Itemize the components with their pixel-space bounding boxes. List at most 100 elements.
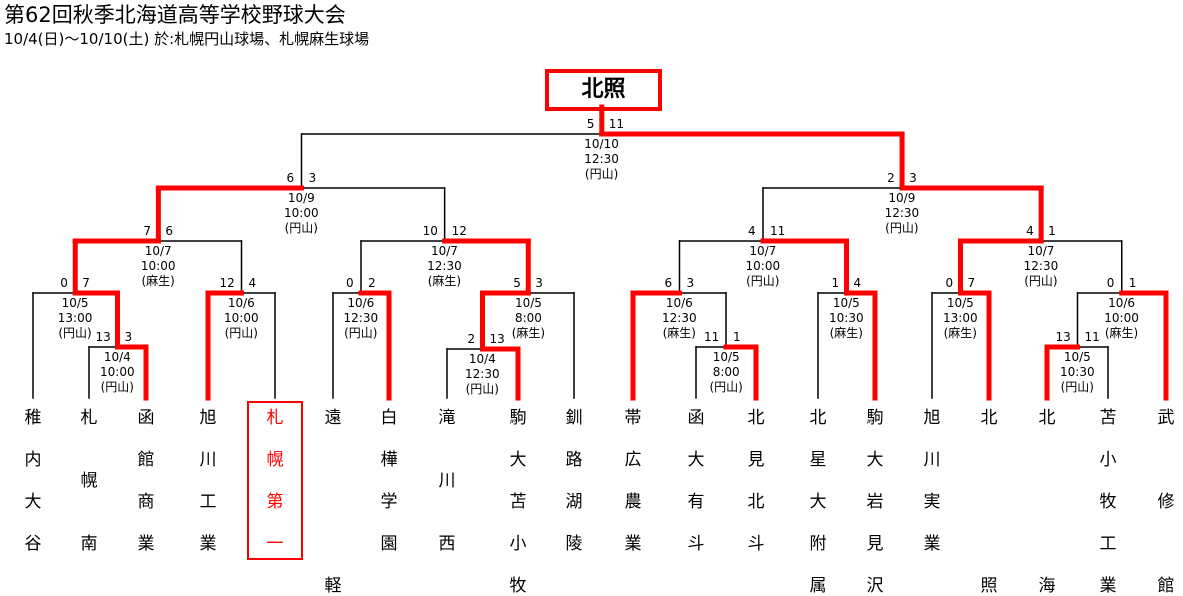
game-time: 13:00 — [943, 311, 978, 325]
score-left: 0 — [946, 276, 954, 290]
team-name: 遠軽 — [305, 408, 361, 596]
team-name-char: 大 — [809, 492, 827, 512]
team-name-char: 樺 — [380, 450, 398, 470]
game-time: 10:00 — [284, 206, 319, 220]
score-right: 3 — [309, 171, 317, 185]
team-name: 函館商業 — [118, 408, 174, 588]
game-venue: (円山) — [344, 326, 378, 340]
score-right: 3 — [687, 276, 695, 290]
game-venue: (麻生) — [662, 326, 696, 340]
team-name-char: 属 — [809, 576, 827, 596]
score-right-value: 11 — [770, 224, 786, 238]
team-name-char: 遠 — [324, 408, 342, 428]
game-venue: (円山) — [100, 380, 134, 394]
score-left-value: 11 — [704, 330, 720, 344]
team-name: 稚内大谷 — [5, 408, 61, 588]
team-name-char: 見 — [747, 450, 765, 470]
game-date: 10/6 — [347, 296, 375, 310]
game-date: 10/5 — [514, 296, 542, 310]
score-left: 5 — [513, 276, 521, 290]
game-venue: (円山) — [465, 382, 499, 396]
score-right-value: 1 — [1128, 276, 1137, 290]
score-left-value: 0 — [346, 276, 354, 290]
score-right-value: 3 — [308, 171, 317, 185]
score-right-value: 4 — [853, 276, 862, 290]
team-name: 釧路湖陵 — [546, 408, 602, 588]
score-left-value: 4 — [1026, 224, 1034, 238]
score-left-value: 6 — [664, 276, 673, 290]
score-left: 13 — [1056, 330, 1071, 344]
game-date: 10/6 — [227, 296, 255, 310]
game-venue: (麻生) — [829, 326, 863, 340]
team-name-char: 幌 — [266, 450, 284, 470]
game-date: 10/6 — [665, 296, 693, 310]
team-name-char: 大 — [509, 450, 527, 470]
game-venue: (円山) — [58, 326, 92, 340]
game-date: 10/7 — [749, 244, 777, 258]
score-right: 11 — [609, 117, 624, 131]
score-left: 11 — [704, 330, 719, 344]
game-date: 10/5 — [61, 296, 89, 310]
team-name: 函大有斗 — [668, 408, 724, 588]
game-date: 10/4 — [103, 350, 131, 364]
team-name-char: 館 — [1157, 576, 1175, 596]
team-name-char: 西 — [438, 534, 456, 554]
game-time: 12:30 — [662, 311, 697, 325]
team-name-char: 武 — [1157, 408, 1175, 428]
team-name: 旭川工業 — [180, 408, 236, 588]
score-right: 1 — [733, 330, 741, 344]
score-right: 6 — [165, 224, 173, 238]
game-venue: (円山) — [284, 221, 318, 235]
score-left: 0 — [346, 276, 354, 290]
team-name-char: 幌 — [80, 471, 98, 491]
team-name-char: 館 — [137, 450, 155, 470]
score-right-value: 7 — [967, 276, 976, 290]
score-right-value: 2 — [368, 276, 376, 290]
score-right: 3 — [909, 171, 917, 185]
team-name-char: 実 — [923, 492, 941, 512]
team-name-char: 牧 — [1099, 492, 1117, 512]
team-name-char: 沢 — [866, 576, 884, 596]
team-name-char: 牧 — [509, 576, 527, 596]
game-date: 10/9 — [287, 191, 315, 205]
team-name: 駒大苫小牧 — [490, 408, 546, 596]
team-name-char: 業 — [923, 534, 941, 554]
game-venue: (円山) — [224, 326, 258, 340]
team-name-char: 旭 — [199, 408, 217, 428]
score-left-value: 0 — [1106, 276, 1115, 290]
team-name-char: 湖 — [565, 492, 583, 512]
team-name: 北見北斗 — [728, 408, 784, 588]
score-right: 7 — [82, 276, 90, 290]
game-date: 10/5 — [1063, 350, 1091, 364]
game-date: 10/7 — [430, 244, 458, 258]
game-venue: (円山) — [584, 167, 619, 181]
game-time: 13:00 — [57, 311, 93, 325]
game-time: 10:30 — [829, 311, 864, 325]
team-name-char: 有 — [687, 492, 705, 512]
team-name: 武修館 — [1138, 408, 1183, 596]
team-name: 苫小牧工業 — [1080, 408, 1136, 596]
team-highlight-box — [247, 401, 303, 560]
score-left-value: 1 — [831, 276, 840, 290]
score-left: 7 — [143, 224, 151, 238]
team-name-char: 業 — [199, 534, 217, 554]
game-venue: (円山) — [746, 274, 780, 288]
score-right: 1 — [1129, 276, 1137, 290]
team-name-char: 工 — [1099, 534, 1117, 554]
team-name-char: 大 — [866, 450, 884, 470]
team-name: 北海 — [1019, 408, 1075, 596]
team-name-char: 斗 — [687, 534, 705, 554]
team-name-char: 北 — [747, 408, 765, 428]
team-name-char: 学 — [380, 492, 398, 512]
score-left: 2 — [887, 171, 895, 185]
team-name-char: 内 — [24, 450, 42, 470]
score-right-value: 7 — [82, 276, 90, 290]
score-left-value: 4 — [748, 224, 756, 238]
